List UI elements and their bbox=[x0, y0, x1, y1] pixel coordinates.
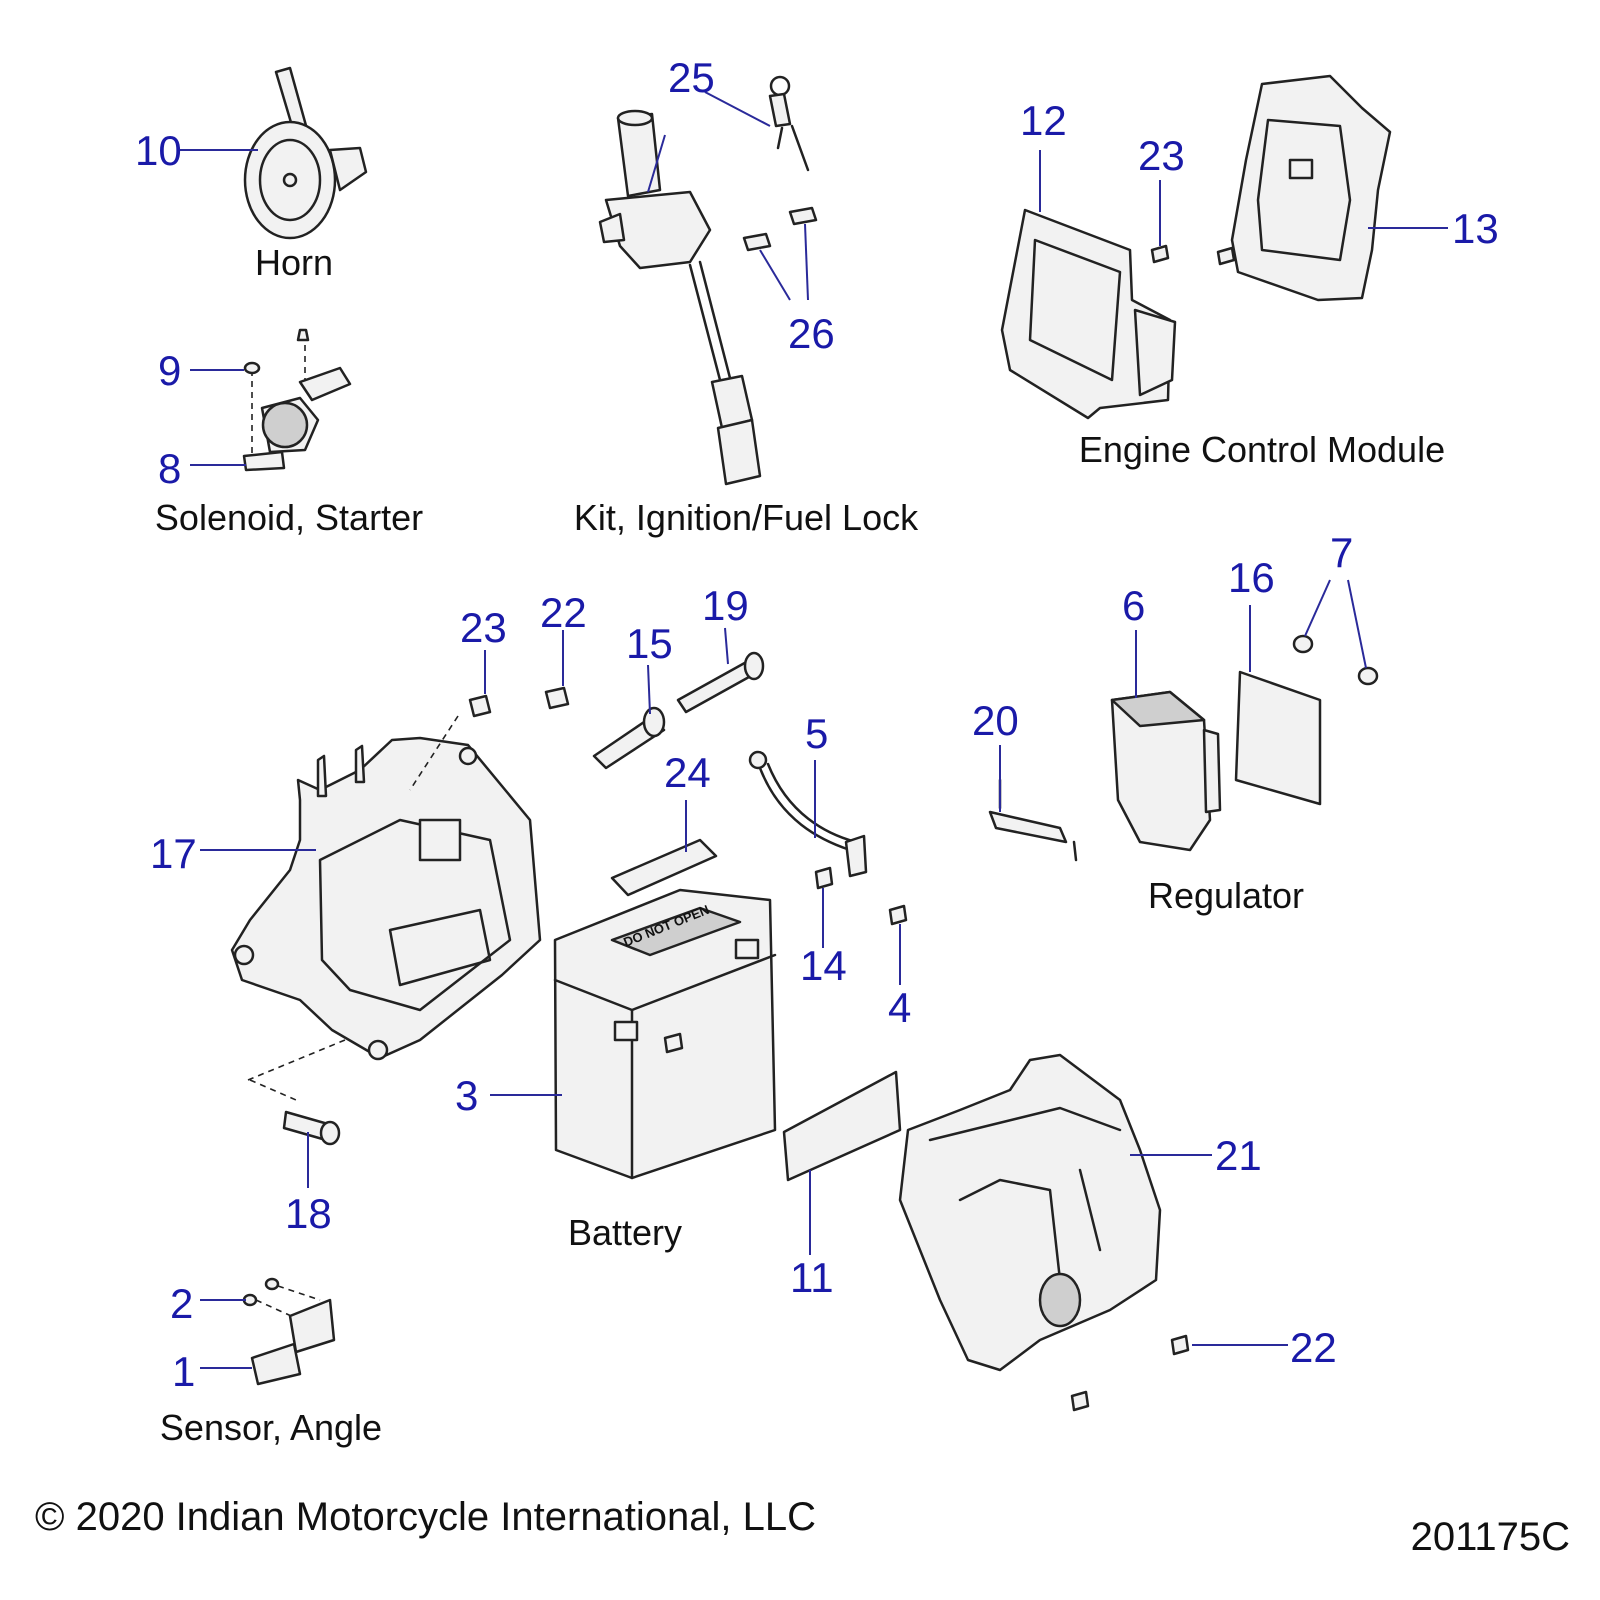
callout-26: 26 bbox=[788, 310, 835, 357]
callout-18: 18 bbox=[285, 1190, 332, 1237]
callout-15: 15 bbox=[626, 620, 673, 667]
label-regulator: Regulator bbox=[1148, 875, 1304, 916]
callout-19: 19 bbox=[702, 582, 749, 629]
callout-10: 10 bbox=[135, 127, 182, 174]
regulator-part bbox=[988, 579, 1379, 862]
label-battery: Battery bbox=[568, 1212, 682, 1253]
callout-16: 16 bbox=[1228, 554, 1275, 601]
callout-13: 13 bbox=[1452, 205, 1499, 252]
callout-24: 24 bbox=[664, 749, 711, 796]
pad-part-11 bbox=[782, 1070, 902, 1255]
ecm-part bbox=[1000, 74, 1448, 420]
callout-6: 6 bbox=[1122, 582, 1145, 629]
callout-3: 3 bbox=[455, 1072, 478, 1119]
callout-5: 5 bbox=[805, 710, 828, 757]
callout-numbers: 10 25 12 23 13 26 9 8 23 22 19 15 7 16 6… bbox=[135, 54, 1499, 1395]
battery-cover-part bbox=[898, 1053, 1288, 1412]
callout-17: 17 bbox=[150, 830, 197, 877]
callout-8: 8 bbox=[158, 445, 181, 492]
callout-22b: 22 bbox=[1290, 1324, 1337, 1371]
cable-part bbox=[748, 750, 908, 985]
callout-14: 14 bbox=[800, 942, 847, 989]
solenoid-part bbox=[190, 328, 352, 472]
callout-1: 1 bbox=[172, 1348, 195, 1395]
battery-tray-part bbox=[200, 715, 542, 1101]
label-ignition: Kit, Ignition/Fuel Lock bbox=[574, 497, 919, 538]
hardware-parts bbox=[282, 627, 765, 1188]
callout-25: 25 bbox=[668, 54, 715, 101]
callout-20: 20 bbox=[972, 697, 1019, 744]
pad-part bbox=[610, 800, 718, 897]
diagram-id: 201175C bbox=[1411, 1515, 1570, 1559]
label-sensor: Sensor, Angle bbox=[160, 1407, 382, 1448]
callout-22: 22 bbox=[540, 589, 587, 636]
callout-11: 11 bbox=[790, 1254, 834, 1301]
label-horn: Horn bbox=[255, 242, 333, 283]
sensor-part bbox=[200, 1277, 336, 1386]
callout-2: 2 bbox=[170, 1280, 193, 1327]
horn-part bbox=[180, 66, 368, 240]
copyright-text: © 2020 Indian Motorcycle International, … bbox=[35, 1495, 816, 1539]
callout-12: 12 bbox=[1020, 97, 1067, 144]
callout-21: 21 bbox=[1215, 1132, 1262, 1179]
battery-part: DO NOT OPEN bbox=[490, 888, 777, 1180]
assembly-labels: Horn Solenoid, Starter Kit, Ignition/Fue… bbox=[155, 242, 1445, 1448]
ignition-part bbox=[598, 75, 818, 486]
callout-4: 4 bbox=[888, 984, 911, 1031]
callout-7: 7 bbox=[1330, 529, 1353, 576]
label-solenoid: Solenoid, Starter bbox=[155, 497, 423, 538]
callout-23: 23 bbox=[1138, 132, 1185, 179]
callout-23b: 23 bbox=[460, 604, 507, 651]
label-ecm: Engine Control Module bbox=[1079, 429, 1445, 470]
callout-9: 9 bbox=[158, 347, 181, 394]
